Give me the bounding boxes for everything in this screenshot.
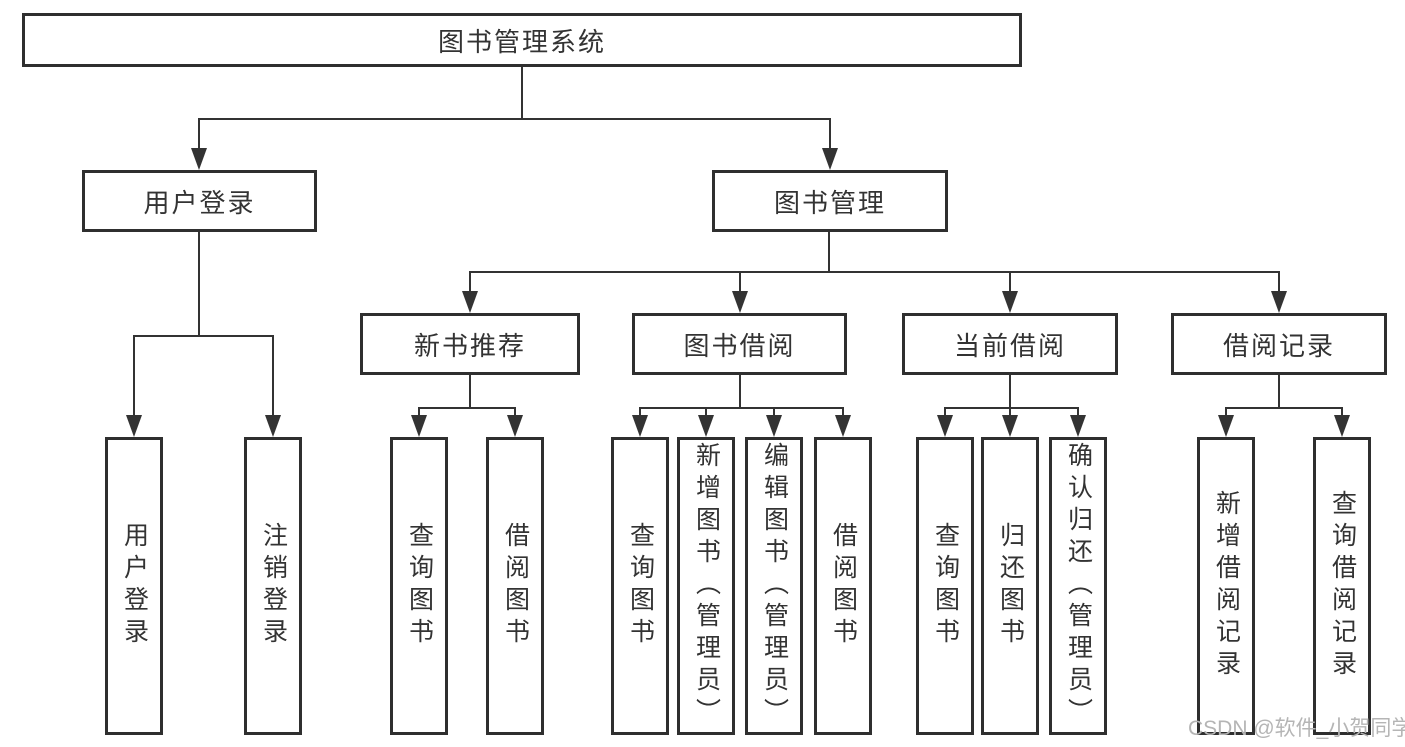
connector-arrowhead <box>1002 415 1018 437</box>
connector-segment <box>739 375 741 409</box>
connector-segment <box>773 407 775 419</box>
leaf-query-borrow-record-label: 查询借阅记录 <box>1328 490 1357 682</box>
leaf-confirm-return-admin-label: 确认归还（管理员） <box>1064 442 1093 730</box>
connector-segment <box>705 407 707 419</box>
node-current-borrow-label: 当前借阅 <box>953 330 1066 361</box>
leaf-user-login: 用户登录 <box>105 437 163 735</box>
leaf-user-login-label: 用户登录 <box>120 522 149 650</box>
leaf-query-book-1: 查询图书 <box>390 437 448 735</box>
connector-segment <box>639 407 844 409</box>
connector-segment <box>272 335 274 419</box>
connector-segment <box>829 118 831 152</box>
connector-arrowhead <box>462 291 478 313</box>
connector-segment <box>828 232 830 273</box>
node-new-book-recommend: 新书推荐 <box>360 313 580 375</box>
watermark: CSDN @软件_小贺同学 <box>1188 717 1405 740</box>
connector-segment <box>469 271 471 295</box>
connector-segment <box>469 271 1279 273</box>
connector-segment <box>639 407 641 419</box>
connector-arrowhead <box>1218 415 1234 437</box>
connector-arrowhead <box>126 415 142 437</box>
leaf-return-book-label: 归还图书 <box>996 522 1025 650</box>
node-book-management: 图书管理 <box>712 170 948 232</box>
node-root-label: 图书管理系统 <box>437 26 606 57</box>
leaf-confirm-return-admin: 确认归还（管理员） <box>1049 437 1107 735</box>
connector-segment <box>842 407 844 419</box>
connector-segment <box>739 271 741 295</box>
node-user-login: 用户登录 <box>82 170 317 232</box>
connector-arrowhead <box>937 415 953 437</box>
connector-arrowhead <box>632 415 648 437</box>
leaf-edit-book-admin-label: 编辑图书（管理员） <box>760 442 789 730</box>
connector-segment <box>1341 407 1343 419</box>
leaf-add-book-admin: 新增图书（管理员） <box>677 437 735 735</box>
node-book-borrow-label: 图书借阅 <box>683 330 796 361</box>
leaf-query-book-3: 查询图书 <box>916 437 974 735</box>
leaf-query-borrow-record: 查询借阅记录 <box>1313 437 1371 735</box>
leaf-borrow-book-1-label: 借阅图书 <box>501 522 530 650</box>
connector-segment <box>418 407 516 409</box>
connector-arrowhead <box>822 148 838 170</box>
connector-segment <box>1009 375 1011 409</box>
connector-segment <box>1009 271 1011 295</box>
node-book-management-label: 图书管理 <box>773 187 886 218</box>
leaf-add-borrow-record: 新增借阅记录 <box>1197 437 1255 735</box>
connector-arrowhead <box>507 415 523 437</box>
leaf-edit-book-admin: 编辑图书（管理员） <box>745 437 803 735</box>
leaf-borrow-book-2: 借阅图书 <box>814 437 872 735</box>
node-borrow-records-label: 借阅记录 <box>1222 330 1335 361</box>
connector-segment <box>1278 375 1280 409</box>
connector-segment <box>521 67 523 119</box>
connector-arrowhead <box>1070 415 1086 437</box>
connector-arrowhead <box>1271 291 1287 313</box>
leaf-query-book-3-label: 查询图书 <box>931 522 960 650</box>
connector-arrowhead <box>1334 415 1350 437</box>
connector-arrowhead <box>766 415 782 437</box>
connector-segment <box>944 407 946 419</box>
leaf-logout-label: 注销登录 <box>259 522 288 650</box>
connector-segment <box>1225 407 1227 419</box>
connector-segment <box>1009 407 1011 419</box>
leaf-borrow-book-2-label: 借阅图书 <box>829 522 858 650</box>
node-user-login-label: 用户登录 <box>143 187 256 218</box>
leaf-query-book-2-label: 查询图书 <box>626 522 655 650</box>
connector-arrowhead <box>698 415 714 437</box>
leaf-logout: 注销登录 <box>244 437 302 735</box>
node-current-borrow: 当前借阅 <box>902 313 1118 375</box>
node-borrow-records: 借阅记录 <box>1171 313 1387 375</box>
leaf-query-book-2: 查询图书 <box>611 437 669 735</box>
connector-segment <box>133 335 273 337</box>
node-book-borrow: 图书借阅 <box>632 313 847 375</box>
connector-arrowhead <box>835 415 851 437</box>
connector-segment <box>198 118 831 120</box>
leaf-add-book-admin-label: 新增图书（管理员） <box>692 442 721 730</box>
connector-arrowhead <box>191 148 207 170</box>
connector-segment <box>469 375 471 409</box>
connector-segment <box>1278 271 1280 295</box>
connector-arrowhead <box>411 415 427 437</box>
connector-segment <box>944 407 1079 409</box>
connector-segment <box>198 232 200 336</box>
leaf-return-book: 归还图书 <box>981 437 1039 735</box>
connector-segment <box>1225 407 1343 409</box>
node-root: 图书管理系统 <box>22 13 1022 67</box>
leaf-query-book-1-label: 查询图书 <box>405 522 434 650</box>
connector-arrowhead <box>1002 291 1018 313</box>
connector-segment <box>514 407 516 419</box>
connector-segment <box>133 335 135 419</box>
node-new-book-recommend-label: 新书推荐 <box>413 330 526 361</box>
connector-arrowhead <box>732 291 748 313</box>
connector-segment <box>198 118 200 152</box>
connector-segment <box>1077 407 1079 419</box>
leaf-add-borrow-record-label: 新增借阅记录 <box>1212 490 1241 682</box>
connector-segment <box>418 407 420 419</box>
connector-arrowhead <box>265 415 281 437</box>
leaf-borrow-book-1: 借阅图书 <box>486 437 544 735</box>
